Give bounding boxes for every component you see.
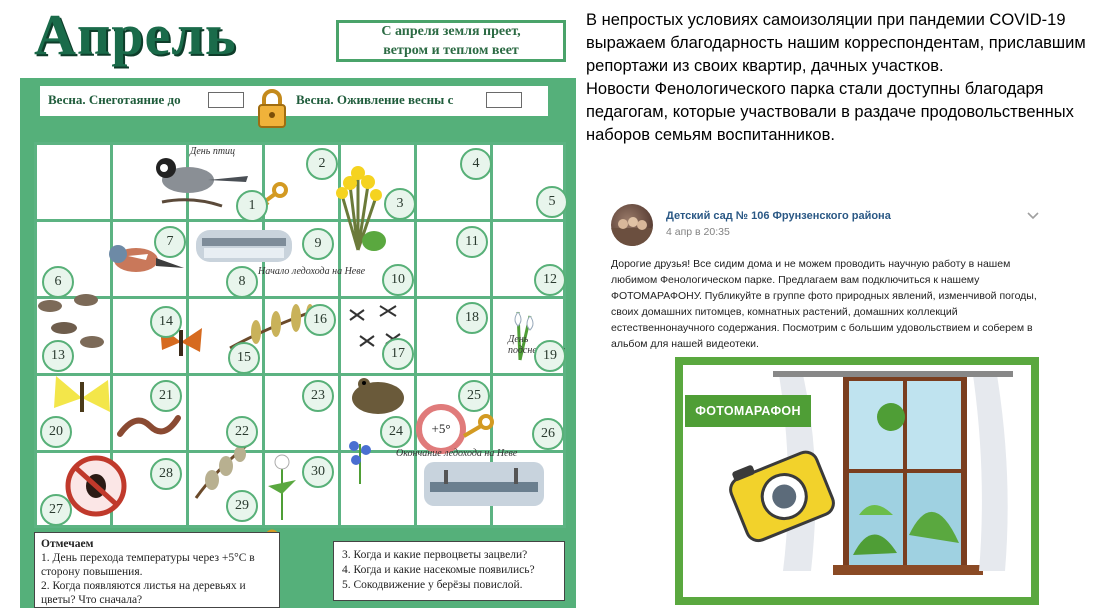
- day-23: 23: [302, 380, 334, 412]
- grid-line: [338, 142, 341, 528]
- group-name-link[interactable]: Детский сад № 106 Фрунзенского района: [666, 210, 891, 222]
- intro-paragraph-1: В непростых условиях самоизоляции при па…: [586, 11, 1086, 75]
- pussy-willow-icon: [186, 440, 252, 502]
- coltsfoot-flower-icon: [330, 155, 386, 255]
- ducks-flock-icon: [34, 288, 108, 358]
- day-12: 12: [534, 264, 566, 296]
- grid-line: [490, 142, 493, 528]
- season-snowmelt-label: Весна. Снеготаяние до: [48, 92, 181, 107]
- photomarathon-label: ФОТОМАРАФОН: [685, 395, 811, 427]
- day-4: 4: [460, 148, 492, 180]
- grid-line: [186, 142, 189, 528]
- wood-anemone-icon: [262, 450, 304, 522]
- yellow-butterfly-icon: [50, 372, 114, 424]
- ice-end-label: Окончание ледохода на Неве: [396, 448, 518, 459]
- ice-river-photo: [194, 226, 294, 266]
- day-9: 9: [302, 228, 334, 260]
- wagtail-bird-icon: [142, 150, 252, 216]
- neva-river-photo: [424, 462, 544, 506]
- day-13: 13: [42, 340, 74, 372]
- day-25: 25: [458, 380, 490, 412]
- chaffinch-bird-icon: [100, 240, 186, 278]
- group-avatar[interactable]: [611, 204, 653, 246]
- grid-line: [34, 450, 566, 453]
- padlock-icon: [256, 88, 288, 130]
- post-date[interactable]: 4 апр в 20:35: [666, 226, 730, 238]
- day-5: 5: [536, 186, 568, 218]
- day-8: 8: [226, 266, 258, 298]
- day-16: 16: [304, 304, 336, 336]
- note-item-4: 4. Когда и какие насекомые появились?: [342, 564, 535, 576]
- note-item-2: 2. Когда появляются листья на деревьях и…: [41, 580, 246, 606]
- day-15: 15: [228, 342, 260, 374]
- chevron-down-icon[interactable]: [1026, 208, 1040, 222]
- notes-heading: Отмечаем: [41, 538, 94, 550]
- day-17: 17: [382, 338, 414, 370]
- frog-icon: [344, 370, 410, 418]
- earthworm-icon: [116, 408, 182, 442]
- day-10: 10: [382, 264, 414, 296]
- proverb-line-2: ветром и теплом веет: [383, 43, 519, 58]
- photo-canvas: [683, 365, 1031, 597]
- grid-line: [34, 219, 566, 222]
- day-19: 19: [534, 340, 566, 372]
- snowdrop-icon: [496, 292, 546, 362]
- day-26: 26: [532, 418, 564, 450]
- intro-paragraph-2: Новости Фенологического парка стали дост…: [586, 80, 1074, 144]
- grid-line: [34, 296, 566, 299]
- observation-notes-right: 3. Когда и какие первоцветы зацвели? 4. …: [333, 541, 565, 601]
- note-item-5: 5. Сокодвижение у берёзы повислой.: [342, 579, 523, 591]
- intro-text: В непростых условиях самоизоляции при па…: [586, 9, 1106, 147]
- birds-day-label: День птиц: [190, 146, 236, 157]
- day-7: 7: [154, 226, 186, 258]
- day-14: 14: [150, 306, 182, 338]
- grid-line: [563, 142, 566, 528]
- grid-line: [414, 142, 417, 528]
- mosquitoes-icon: [340, 300, 408, 360]
- season-revival-label: Весна. Оживление весны с: [296, 92, 454, 107]
- proverb-box: С апреля земля преет, ветром и теплом ве…: [336, 20, 566, 62]
- day-2: 2: [306, 148, 338, 180]
- observation-notes-left: Отмечаем 1. День перехода температуры че…: [34, 532, 280, 608]
- day-21: 21: [150, 380, 182, 412]
- grid-line: [34, 525, 566, 528]
- key-icon: [460, 414, 496, 438]
- day-20: 20: [40, 416, 72, 448]
- day-3: 3: [384, 188, 416, 220]
- day-28: 28: [150, 458, 182, 490]
- no-tick-icon: [62, 454, 132, 518]
- day-1: 1: [236, 190, 268, 222]
- post-body: Дорогие друзья! Все сидим дома и не може…: [611, 258, 1037, 350]
- snowmelt-date-box: [208, 92, 244, 108]
- note-item-1: 1. День перехода температуры через +5°С …: [41, 552, 255, 578]
- season-band: [38, 84, 550, 118]
- grid-line: [110, 142, 113, 528]
- grid-line: [34, 373, 566, 376]
- day-29: 29: [226, 490, 258, 522]
- calendar-title: Апрель: [34, 2, 237, 67]
- grid-line: [34, 142, 37, 528]
- day-18: 18: [456, 302, 488, 334]
- day-24: 24: [380, 416, 412, 448]
- day-27: 27: [40, 494, 72, 526]
- grid-line: [262, 142, 265, 528]
- revival-date-box: [486, 92, 522, 108]
- ice-start-label: Начало ледохода на Неве: [258, 266, 366, 277]
- day-22: 22: [226, 416, 258, 448]
- temperature-badge: +5°: [416, 404, 466, 454]
- day-30: 30: [302, 456, 334, 488]
- grid-line: [34, 142, 566, 145]
- day-11: 11: [456, 226, 488, 258]
- proverb-line-1: С апреля земля преет,: [381, 24, 521, 39]
- day-6: 6: [42, 266, 74, 298]
- note-item-3: 3. Когда и какие первоцветы зацвели?: [342, 549, 528, 561]
- blue-scilla-flower-icon: [340, 434, 380, 486]
